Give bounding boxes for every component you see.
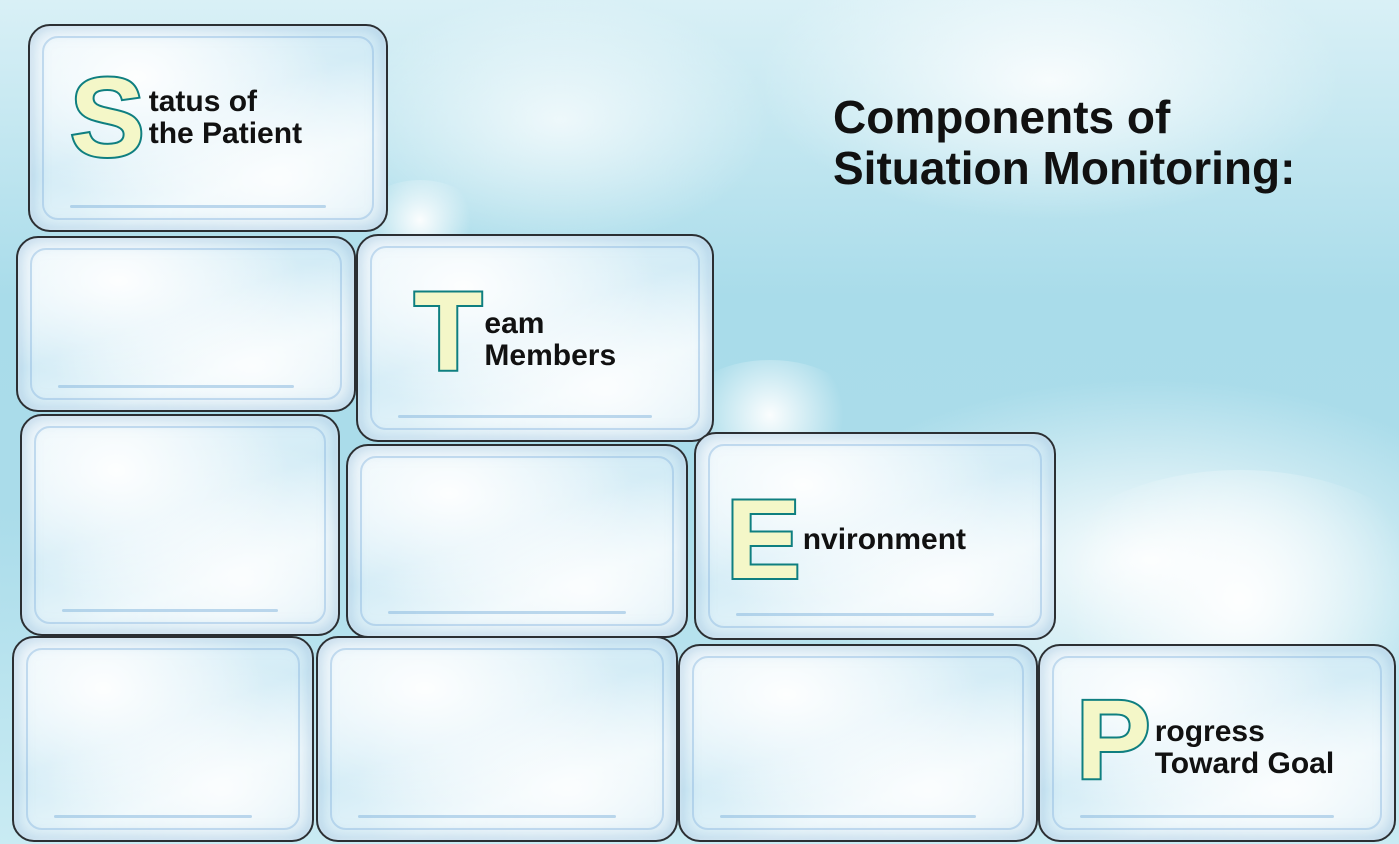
ice-block-progress	[1038, 644, 1396, 842]
component-label-line-2: the Patient	[148, 117, 303, 150]
letter-e-icon: E	[724, 482, 803, 598]
component-letter: E	[724, 477, 803, 602]
component-label-line-2: Toward Goal	[1154, 747, 1335, 780]
ice-block	[346, 444, 688, 638]
component-label: rogress Toward Goal	[1154, 714, 1335, 781]
ice-block	[20, 414, 340, 636]
ice-block-status	[28, 24, 388, 232]
component-team: T eam Members	[412, 274, 617, 390]
component-label-line-1: nvironment	[802, 522, 967, 556]
letter-t-icon: T	[412, 274, 484, 390]
component-label-line-1: rogress	[1154, 714, 1265, 748]
ice-block	[16, 236, 356, 412]
component-progress: P rogress Toward Goal	[1074, 682, 1335, 798]
component-label: eam Members	[484, 306, 617, 373]
component-label-line-2: Members	[484, 339, 617, 372]
component-letter: T	[412, 269, 484, 394]
component-label: nvironment	[802, 522, 967, 556]
ice-block	[678, 644, 1038, 842]
title-line-1: Components of	[833, 91, 1171, 143]
ice-block-team	[356, 234, 714, 442]
ice-block	[12, 636, 314, 842]
component-status: S tatus of the Patient	[68, 60, 303, 176]
component-label-line-1: eam	[484, 306, 545, 340]
ice-block	[316, 636, 678, 842]
component-label: tatus of the Patient	[148, 84, 303, 151]
letter-s-icon: S	[68, 60, 147, 176]
component-environment: E nvironment	[724, 482, 967, 598]
letter-p-icon: P	[1074, 682, 1153, 798]
title-line-2: Situation Monitoring:	[833, 141, 1296, 194]
diagram-title: Components of Situation Monitoring:	[833, 92, 1295, 193]
component-label-line-1: tatus of	[148, 84, 258, 118]
ice-block-environment	[694, 432, 1056, 640]
component-letter: P	[1074, 677, 1153, 802]
component-letter: S	[68, 55, 147, 180]
